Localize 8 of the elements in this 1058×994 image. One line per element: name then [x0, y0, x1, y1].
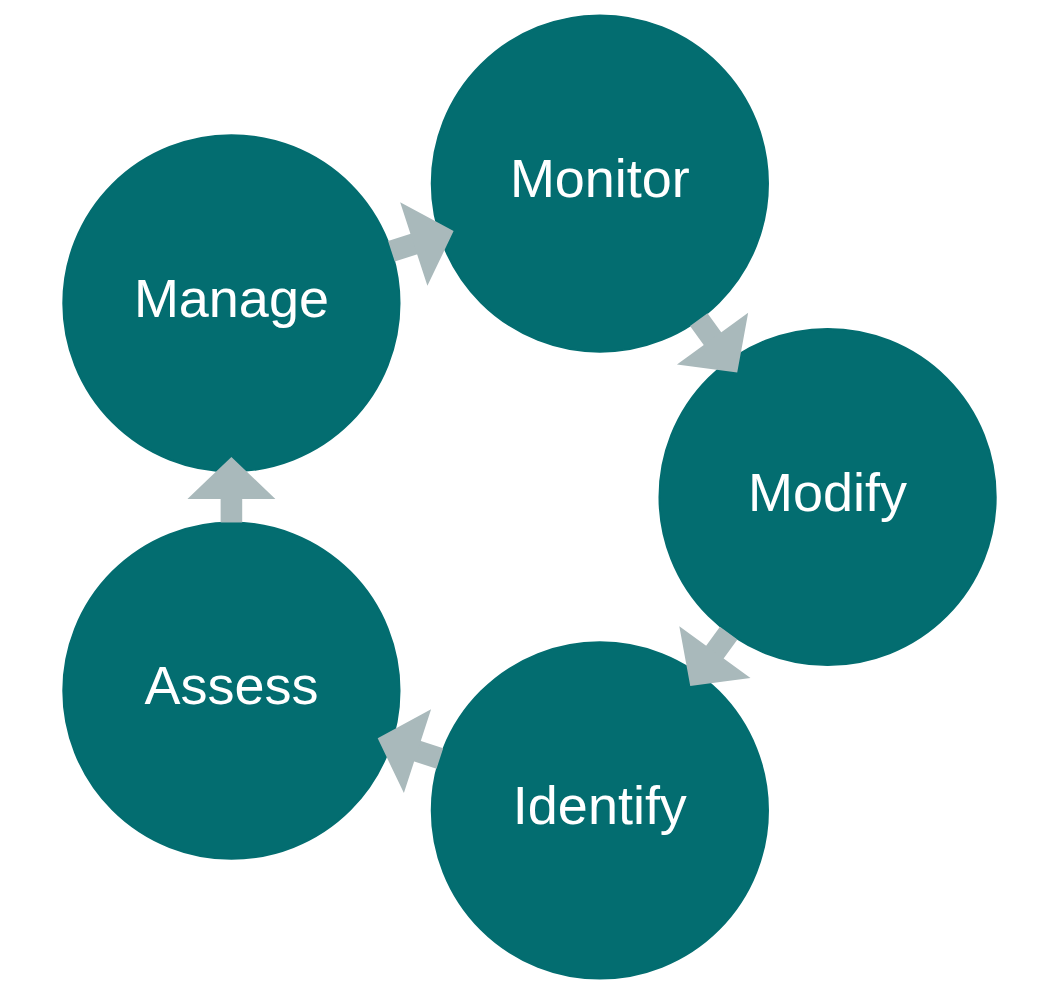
node-circle: Assess: [61, 521, 400, 860]
arrow: [377, 709, 443, 794]
arrow: [387, 202, 454, 286]
node-circle: Manage: [61, 134, 400, 473]
arrow: [186, 457, 275, 523]
arrow: [676, 312, 748, 373]
node-circle: Identify: [430, 641, 769, 980]
arrow: [678, 626, 750, 686]
